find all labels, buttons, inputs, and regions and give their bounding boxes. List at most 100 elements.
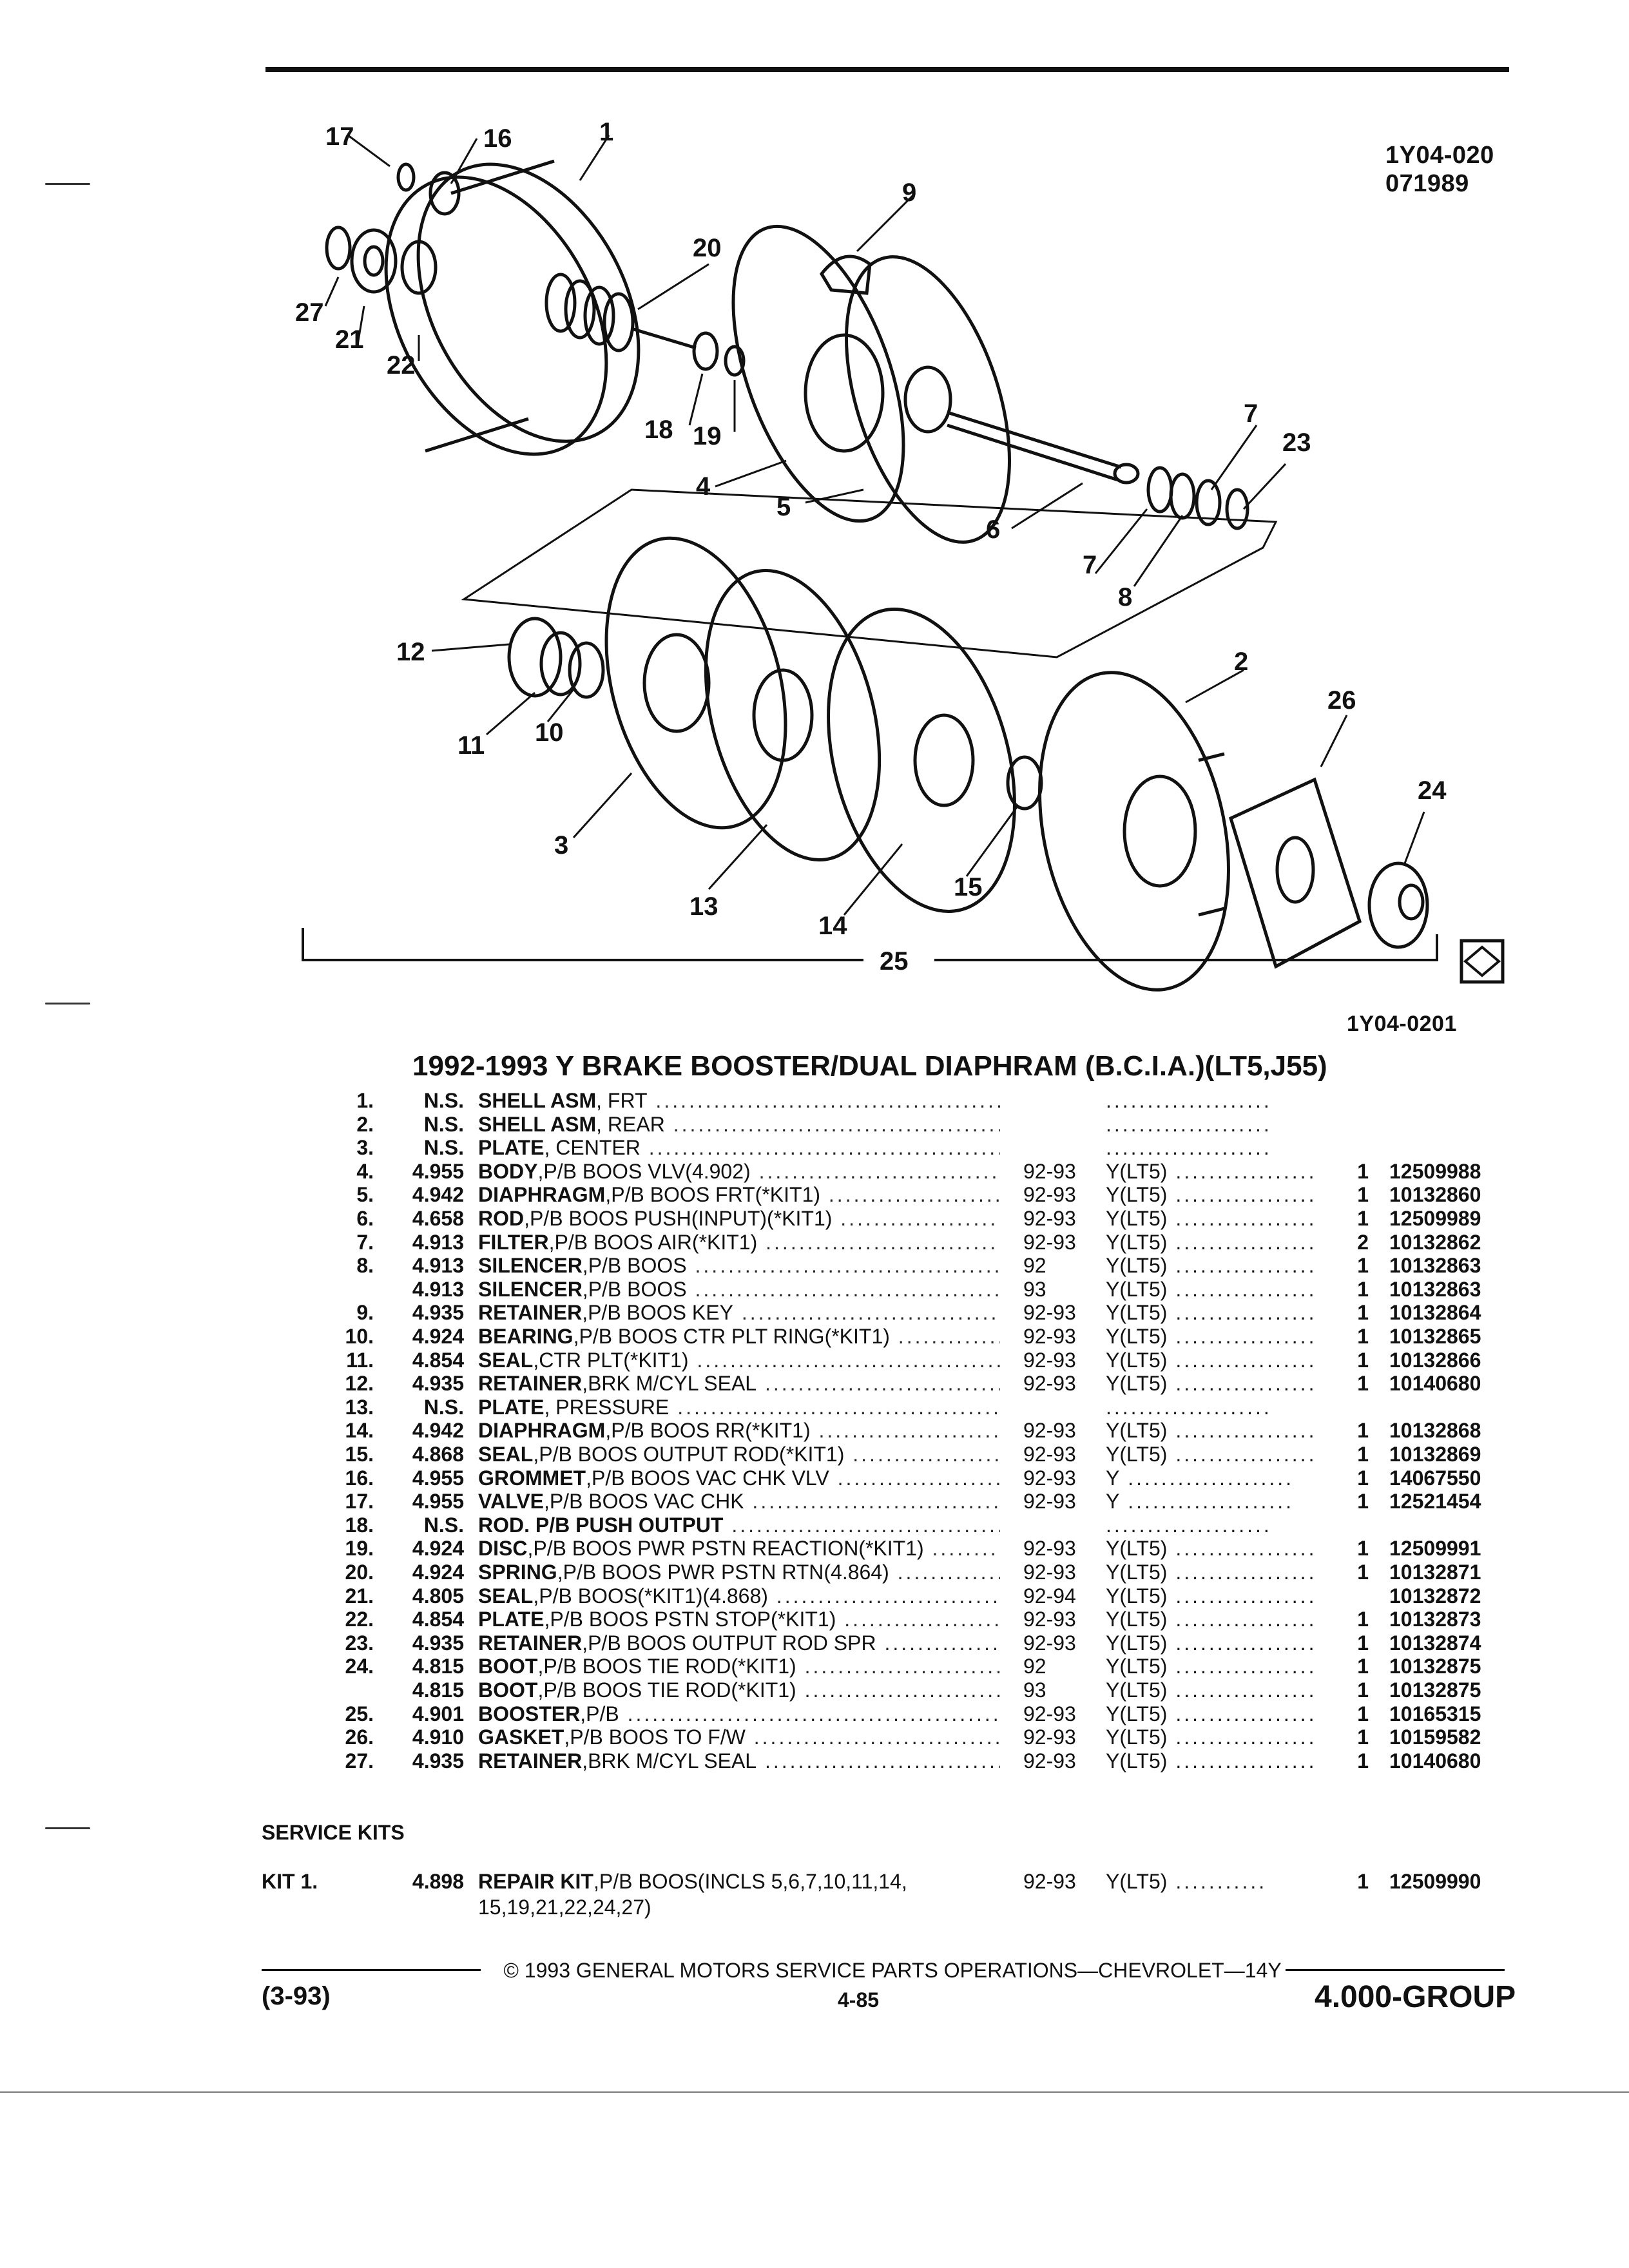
group-number: 4.805	[412, 1584, 464, 1608]
leader-dots: ........................................…	[677, 1395, 1000, 1419]
series-value: Y(LT5)	[1106, 1230, 1168, 1254]
part-name: VALVE	[478, 1490, 544, 1514]
leader-dots: ....................	[1175, 1725, 1318, 1749]
series: Y(LT5) ....................	[1106, 1702, 1318, 1725]
group-number: 4.935	[412, 1372, 464, 1396]
part-spec: , REAR	[596, 1112, 665, 1136]
front-shell-part	[416, 162, 641, 443]
part-description: RETAINER,BRK M/CYL SEAL ................…	[478, 1749, 1000, 1773]
part-name: PLATE	[478, 1136, 545, 1160]
callout-17: 17	[325, 122, 354, 151]
part-spec: ,P/B BOOS TIE ROD(*KIT1)	[537, 1678, 796, 1702]
model-years: 92-93	[1023, 1183, 1076, 1207]
quantity: 1	[1357, 1749, 1369, 1773]
callout-5: 5	[776, 493, 791, 521]
part-index: 19.	[345, 1537, 374, 1561]
part-spec: ,P/B BOOS VAC CHK VLV	[586, 1466, 829, 1490]
part-number: 10132875	[1389, 1678, 1481, 1702]
kit-series: Y(LT5) ...........	[1106, 1870, 1268, 1893]
diagram-ref-id: 1Y04-020	[1385, 142, 1494, 169]
parts-row: 18.N.S.ROD. P/B PUSH OUTPUT ............…	[0, 1514, 1629, 1537]
kit-years: 92-93	[1023, 1870, 1076, 1893]
part-description: SPRING,P/B BOOS PWR PSTN RTN(4.864) ....…	[478, 1561, 1000, 1584]
leader-dots: ........................................…	[853, 1443, 1000, 1466]
callout-18: 18	[644, 416, 673, 444]
part-index: 24.	[345, 1655, 374, 1678]
model-years: 92-93	[1023, 1537, 1076, 1561]
part-number: 10140680	[1389, 1749, 1481, 1773]
callout-14: 14	[818, 912, 847, 940]
series: Y(LT5) ....................	[1106, 1608, 1318, 1631]
leader-dots: ....................	[1106, 1395, 1272, 1419]
series-value: Y(LT5)	[1106, 1631, 1168, 1655]
callout-22: 22	[387, 351, 416, 380]
callout-3: 3	[554, 831, 568, 860]
part-name: SPRING	[478, 1561, 557, 1584]
leader-dots: ....................	[1175, 1655, 1318, 1678]
leader-dots: ....................	[1175, 1325, 1318, 1348]
callout-7b: 7	[1083, 551, 1097, 579]
part-description: GASKET,P/B BOOS TO F/W .................…	[478, 1725, 1000, 1749]
part-number: 14067550	[1389, 1466, 1481, 1490]
part-spec: ,P/B BOOS OUTPUT ROD SPR	[582, 1631, 876, 1655]
group-number: 4.815	[412, 1678, 464, 1702]
part-spec: ,P/B BOOS CTR PLT RING(*KIT1)	[573, 1325, 890, 1348]
margin-mark	[45, 1003, 90, 1004]
part-description: DISC,P/B BOOS PWR PSTN REACTION(*KIT1) .…	[478, 1537, 1000, 1560]
leader-dots: ....................	[1106, 1513, 1272, 1537]
service-kits-heading: SERVICE KITS	[262, 1821, 405, 1844]
quantity: 1	[1357, 1372, 1369, 1396]
exploded-diagram: 17 16 1 9 20 27 21 22 18 19 4 5 6 7 23 7…	[295, 118, 1505, 992]
callout-11: 11	[458, 731, 485, 760]
kit-series-value: Y(LT5)	[1106, 1870, 1168, 1893]
footer-group: 4.000-GROUP	[1315, 1980, 1516, 2014]
part-description: SILENCER,P/B BOOS ......................…	[478, 1254, 1000, 1277]
leader-dots: ........................................…	[764, 1372, 1000, 1396]
leader-dots: ....................	[1175, 1230, 1318, 1254]
series-value: Y(LT5)	[1106, 1584, 1168, 1608]
part-index: 2.	[356, 1112, 374, 1136]
series: Y(LT5) ....................	[1106, 1584, 1318, 1608]
group-number: N.S.	[423, 1112, 464, 1136]
part-spec: ,CTR PLT(*KIT1)	[533, 1348, 689, 1372]
part-spec: , FRT	[596, 1089, 648, 1112]
part-name: RETAINER	[478, 1372, 583, 1396]
callout-8: 8	[1118, 583, 1132, 611]
part-number: 12509989	[1389, 1207, 1481, 1230]
part-name: GASKET	[478, 1725, 564, 1749]
group-number: 4.924	[412, 1325, 464, 1348]
callout-23: 23	[1282, 428, 1311, 457]
series: Y(LT5) ....................	[1106, 1725, 1318, 1749]
part-number: 10165315	[1389, 1702, 1481, 1725]
kit-spec: ,P/B BOOS(INCLS 5,6,7,10,11,14,	[593, 1870, 907, 1893]
series-value: Y(LT5)	[1106, 1207, 1168, 1230]
leader-dots: ....................	[1175, 1584, 1318, 1608]
group-number: 4.935	[412, 1301, 464, 1325]
model-years: 93	[1023, 1678, 1046, 1702]
part-index: 11.	[346, 1348, 374, 1372]
part-description: PLATE,P/B BOOS PSTN STOP(*KIT1) ........…	[478, 1608, 1000, 1631]
callout-13: 13	[689, 892, 718, 921]
leader-dots: ........................................…	[753, 1725, 1000, 1749]
part-index: 10.	[345, 1325, 374, 1348]
part-spec: ,P/B BOOS	[582, 1277, 687, 1301]
part-name: SILENCER	[478, 1277, 583, 1301]
part-spec: ,P/B BOOS	[582, 1254, 687, 1278]
part-number: 10132875	[1389, 1655, 1481, 1678]
part-spec: ,P/B BOOS RR(*KIT1)	[605, 1419, 811, 1443]
callout-25: 25	[880, 947, 909, 975]
series: Y(LT5) ....................	[1106, 1655, 1318, 1678]
group-number: N.S.	[423, 1089, 464, 1112]
part-number: 10140680	[1389, 1372, 1481, 1396]
part-index: 22.	[345, 1608, 374, 1631]
series: ....................	[1106, 1136, 1318, 1159]
series: ....................	[1106, 1089, 1318, 1112]
part-description: PLATE, PRESSURE ........................…	[478, 1396, 1000, 1419]
part-spec: ,P/B BOOS PUSH(INPUT)(*KIT1)	[524, 1207, 833, 1230]
